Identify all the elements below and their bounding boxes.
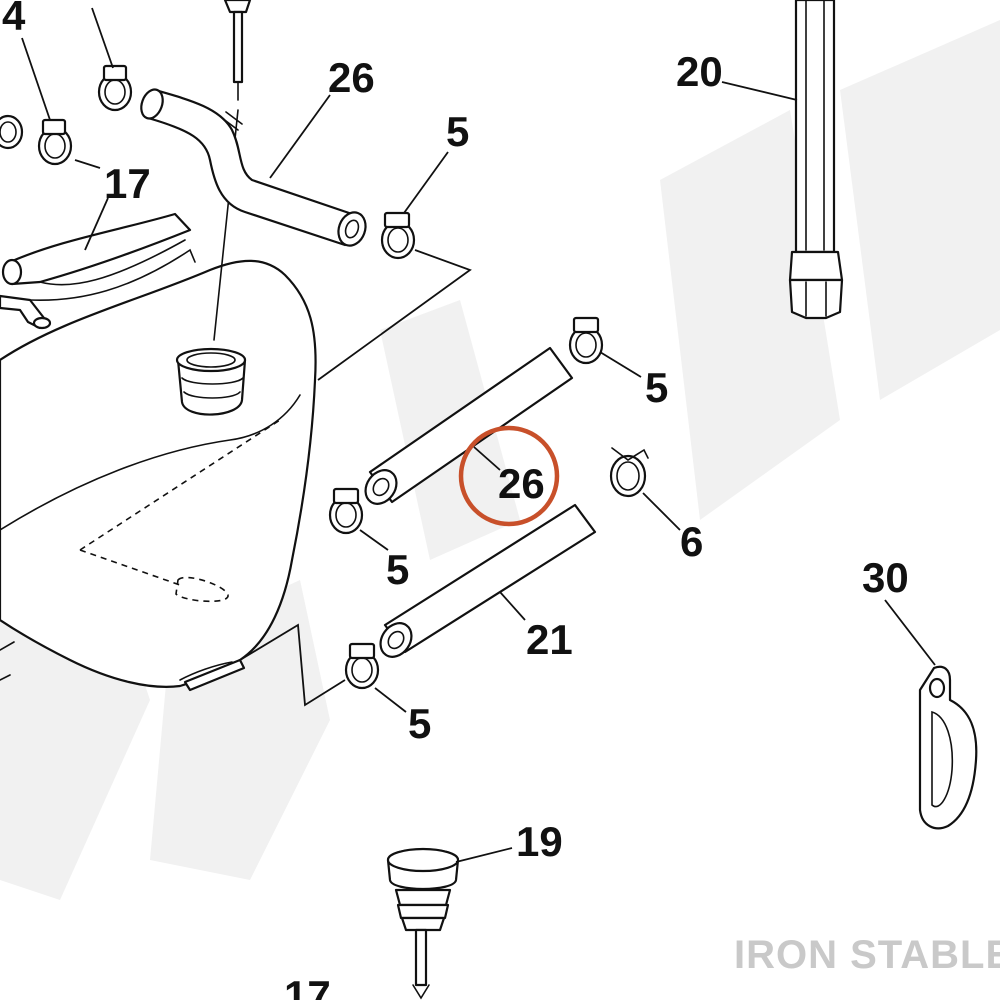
hose-17-top	[1, 212, 196, 302]
clamp-top-left-1	[97, 64, 133, 112]
dipstick-cap-19	[386, 847, 460, 1000]
callout-17-top: 17	[104, 160, 151, 207]
callout-6: 6	[680, 518, 703, 565]
brand-watermark: IRON STABLE	[734, 933, 1000, 977]
clamp-5-right	[568, 316, 604, 365]
hose-26-top	[140, 88, 367, 247]
filler-neck	[175, 347, 247, 416]
callout-21: 21	[526, 616, 573, 663]
callout-labels: 4 26 17 5 20 5 26 6 5 21 30 5 19 17	[2, 0, 909, 1005]
hose-26-straight	[364, 346, 574, 505]
callout-26-highlighted: 26	[498, 460, 545, 507]
callout-5-top: 5	[446, 108, 469, 155]
callout-5-mid: 5	[386, 546, 409, 593]
callout-17-bottom: 17	[284, 972, 331, 1000]
callout-20: 20	[676, 48, 723, 95]
highlight-circle	[458, 425, 560, 527]
callout-19: 19	[516, 818, 563, 865]
spring-clip-6	[609, 447, 649, 498]
callout-5-bottom: 5	[408, 700, 431, 747]
callout-30: 30	[862, 554, 909, 601]
callout-4: 4	[2, 0, 26, 39]
tank-vent-fitting	[0, 294, 52, 330]
clamp-top-left-3	[0, 114, 24, 150]
clamp-top-left-2	[37, 118, 73, 166]
clamp-5-bottom	[344, 642, 380, 690]
clamp-5-mid	[328, 487, 364, 535]
clamp-5-top	[380, 211, 416, 260]
callout-5-right: 5	[645, 364, 668, 411]
hose-21	[379, 503, 597, 658]
assembly-boundary-line-top	[317, 249, 472, 381]
assembly-boundary-line-bottom	[239, 623, 346, 707]
dipstick-tube-20	[788, 0, 844, 320]
bracket-30	[918, 665, 978, 830]
background-watermark-letters	[0, 20, 1000, 900]
callout-26-top: 26	[328, 54, 375, 101]
leader-lines	[21, 7, 936, 863]
